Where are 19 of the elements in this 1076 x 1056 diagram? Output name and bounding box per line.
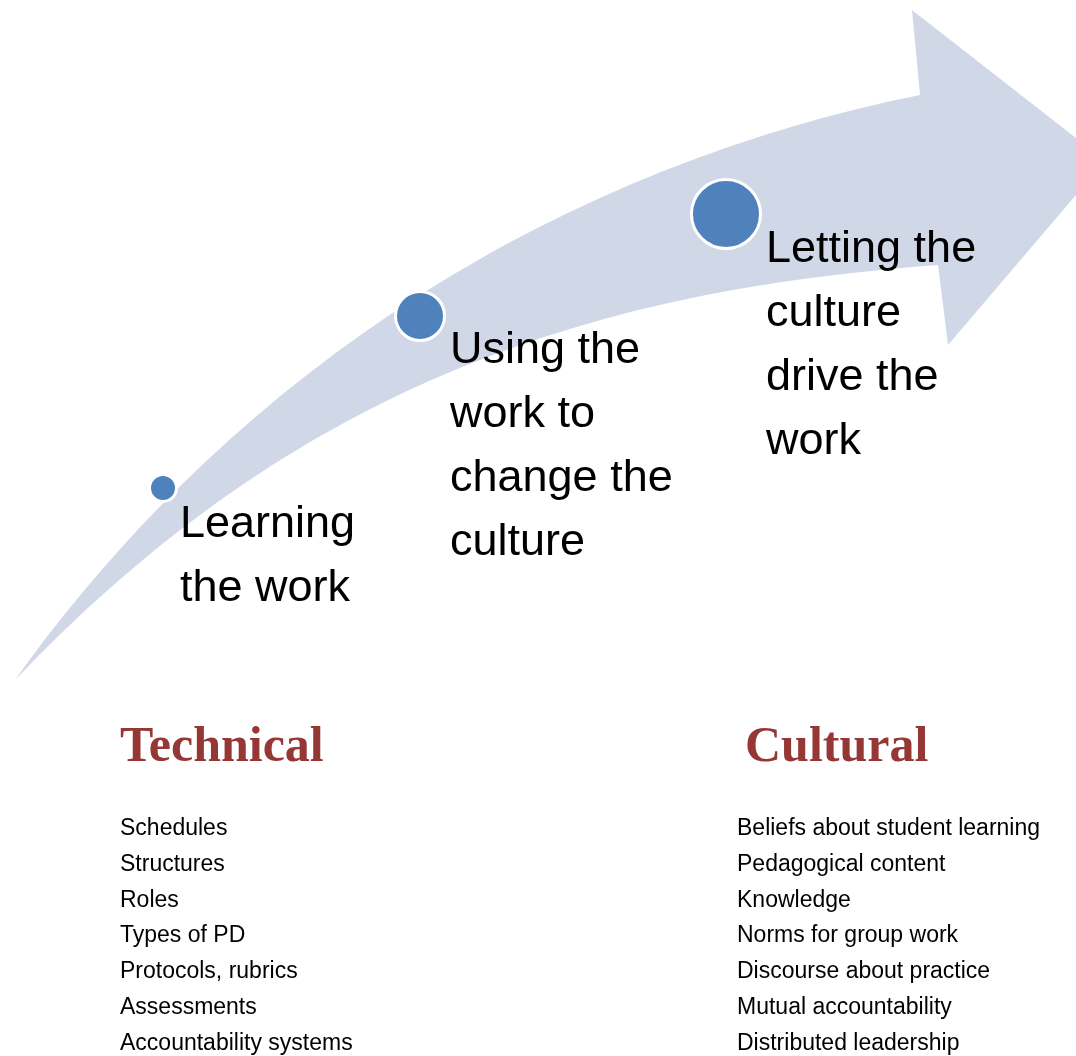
list-item: Assessments: [120, 992, 257, 1021]
list-item: Mutual accountability: [737, 992, 952, 1021]
list-item: Roles: [120, 884, 179, 914]
stage-label: Using the work to change the culture: [450, 321, 674, 567]
list-item: Structures: [120, 848, 225, 878]
list-item: Distributed leadership: [737, 1027, 960, 1056]
stage-label: Learning the work: [180, 495, 357, 613]
list-item: Protocols, rubrics: [120, 956, 298, 986]
column-heading: Cultural: [745, 715, 929, 773]
list-item: Accountability systems: [120, 1027, 353, 1056]
list-item: Types of PD: [120, 920, 246, 950]
list-item: Norms for group work: [737, 920, 959, 950]
list-item: Knowledge: [737, 884, 851, 914]
list-item: Pedagogical content: [737, 848, 946, 878]
column-heading: Technical: [120, 715, 324, 773]
list-item: Beliefs about student learning: [737, 813, 1041, 842]
stage-label: Letting the culture drive the work: [766, 220, 978, 466]
list-item: Schedules: [120, 813, 228, 842]
list-item: Discourse about practice: [737, 956, 991, 986]
